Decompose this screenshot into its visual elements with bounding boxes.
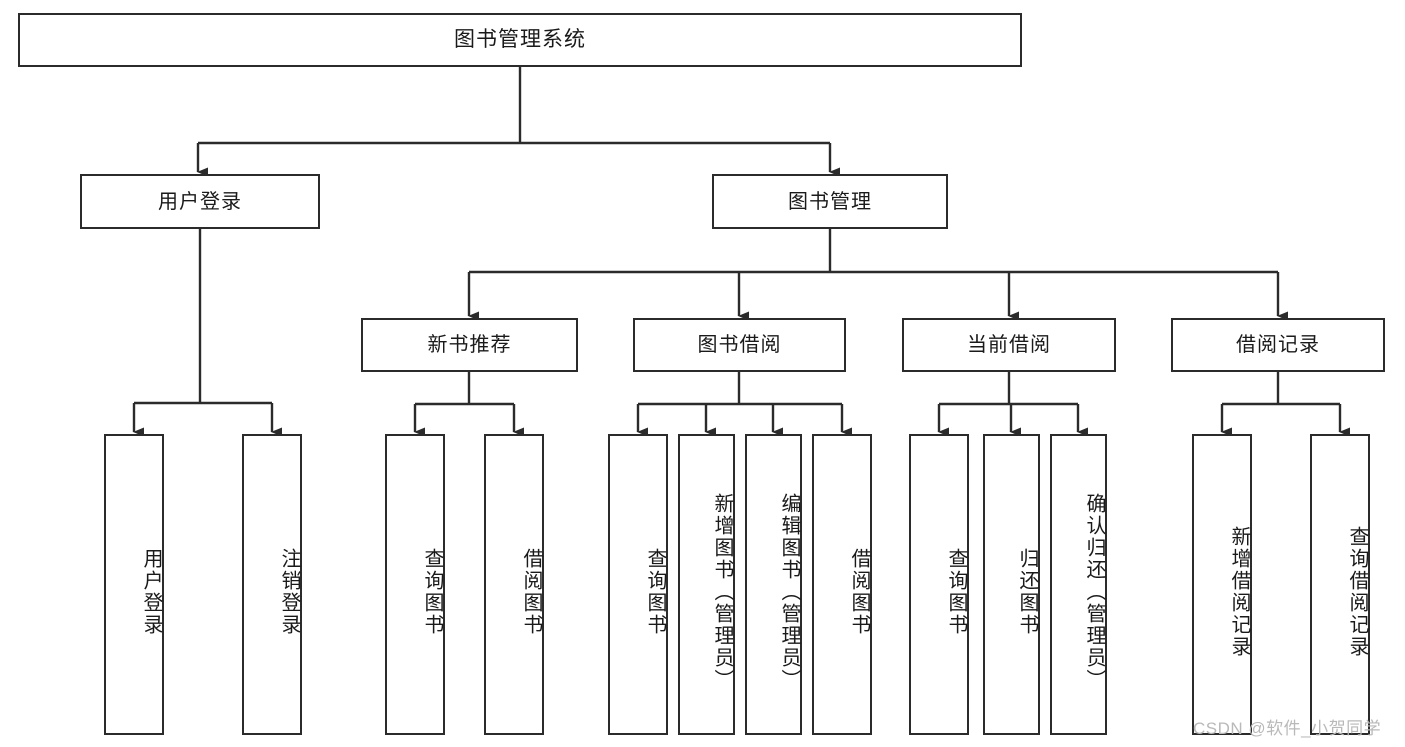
- node-label: 查询图书: [644, 547, 666, 636]
- node-user-login[interactable]: 用户登录: [80, 174, 320, 229]
- node-leaf-query-book-1[interactable]: 查询图书: [385, 434, 445, 735]
- node-label: 当前借阅: [967, 334, 1051, 356]
- node-label: 用户登录: [140, 547, 162, 636]
- node-leaf-query-borrow-record[interactable]: 查询借阅记录: [1310, 434, 1370, 735]
- node-book-borrow[interactable]: 图书借阅: [633, 318, 846, 372]
- node-label: 图书管理: [788, 190, 872, 213]
- node-root-system[interactable]: 图书管理系统: [18, 13, 1022, 67]
- node-new-book-recommend[interactable]: 新书推荐: [361, 318, 578, 372]
- node-leaf-user-login[interactable]: 用户登录: [104, 434, 164, 735]
- node-label: 借阅图书: [520, 547, 542, 636]
- node-label: 查询图书: [945, 547, 967, 636]
- watermark-label: CSDN @软件_小贺同学: [1193, 719, 1382, 738]
- node-leaf-add-borrow-record[interactable]: 新增借阅记录: [1192, 434, 1252, 735]
- node-label: 图书借阅: [697, 334, 782, 356]
- node-label: 借阅图书: [848, 547, 870, 636]
- node-label: 确认归还（管理员）: [1083, 492, 1105, 691]
- node-borrow-record[interactable]: 借阅记录: [1171, 318, 1385, 372]
- node-label: 归还图书: [1016, 547, 1038, 636]
- node-leaf-borrow-book-2[interactable]: 借阅图书: [812, 434, 872, 735]
- node-label: 新增图书（管理员）: [711, 492, 733, 691]
- node-label: 借阅记录: [1236, 334, 1320, 356]
- node-label: 新书推荐: [427, 334, 512, 356]
- node-leaf-borrow-book-1[interactable]: 借阅图书: [484, 434, 544, 735]
- node-label: 查询借阅记录: [1346, 525, 1368, 658]
- node-label: 查询图书: [421, 547, 443, 636]
- node-leaf-query-book-3[interactable]: 查询图书: [909, 434, 969, 735]
- node-leaf-query-book-2[interactable]: 查询图书: [608, 434, 668, 735]
- node-book-manage[interactable]: 图书管理: [712, 174, 948, 229]
- node-leaf-return-book[interactable]: 归还图书: [983, 434, 1040, 735]
- node-label: 用户登录: [158, 190, 242, 213]
- node-label: 图书管理系统: [454, 28, 586, 52]
- node-label: 编辑图书（管理员）: [778, 492, 800, 691]
- node-leaf-edit-book[interactable]: 编辑图书（管理员）: [745, 434, 802, 735]
- node-leaf-logout-login[interactable]: 注销登录: [242, 434, 302, 735]
- node-label: 注销登录: [278, 547, 300, 636]
- node-label: 新增借阅记录: [1228, 525, 1250, 658]
- node-leaf-add-book[interactable]: 新增图书（管理员）: [678, 434, 735, 735]
- node-leaf-confirm-return[interactable]: 确认归还（管理员）: [1050, 434, 1107, 735]
- node-current-borrow[interactable]: 当前借阅: [902, 318, 1116, 372]
